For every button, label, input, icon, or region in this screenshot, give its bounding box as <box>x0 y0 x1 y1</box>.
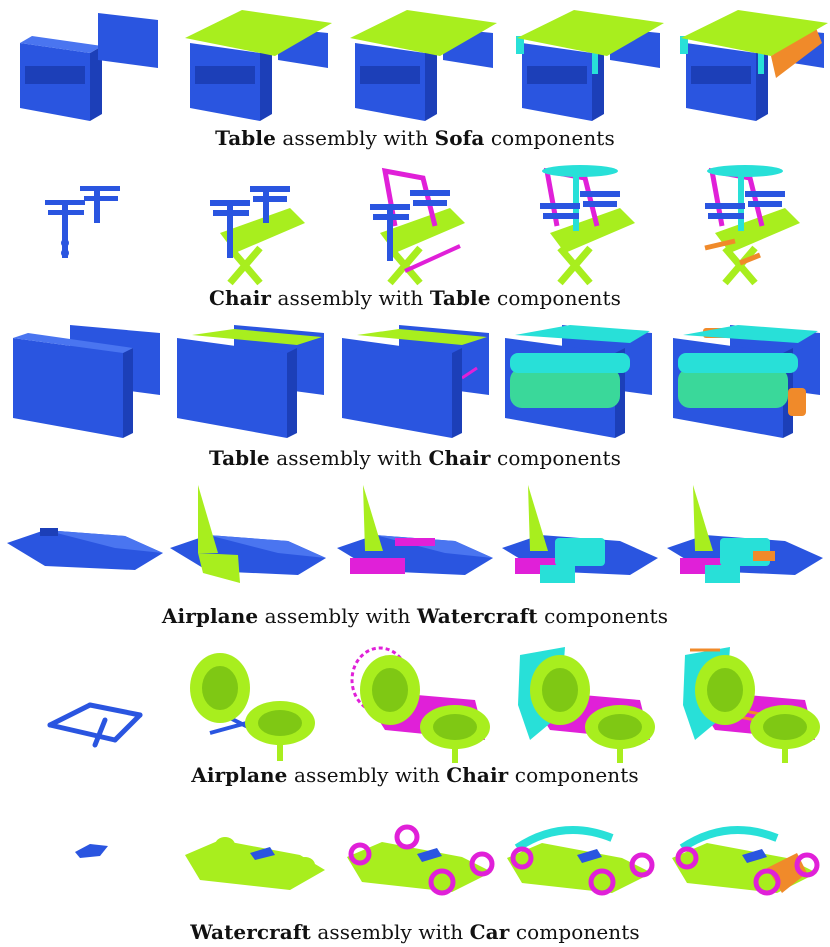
render-step-2 <box>180 648 325 763</box>
render-step-4 <box>535 163 650 288</box>
render-step-2 <box>180 825 330 895</box>
render-step-2 <box>168 483 328 583</box>
row-airplane-chair: Airplane assembly with Chair components <box>0 640 830 790</box>
render-step-3 <box>342 822 497 897</box>
render-step-4 <box>502 818 657 898</box>
render-step-4 <box>500 483 660 583</box>
row-watercraft-car: Watercraft assembly with Car components <box>0 810 830 947</box>
render-step-1 <box>5 518 165 578</box>
render-step-4 <box>512 8 664 123</box>
row-chair-table: Chair assembly with Table components <box>0 158 830 310</box>
render-step-5 <box>700 163 815 288</box>
render-step-2 <box>205 178 315 288</box>
render-step-2 <box>172 323 327 443</box>
row-table-sofa: Table assembly with Sofa components <box>0 0 830 150</box>
render-step-1 <box>70 840 110 860</box>
render-step-5 <box>667 818 825 900</box>
render-step-1 <box>10 8 160 123</box>
render-step-3 <box>345 8 497 123</box>
caption-row-6: Watercraft assembly with Car components <box>190 920 640 944</box>
render-step-5 <box>668 323 823 443</box>
render-step-5 <box>676 8 828 123</box>
caption-row-1: Table assembly with Sofa components <box>215 126 615 150</box>
row-table-chair: Table assembly with Chair components <box>0 318 830 473</box>
caption-row-4: Airplane assembly with Watercraft compon… <box>161 604 669 628</box>
render-step-3 <box>345 645 495 765</box>
caption-row-2: Chair assembly with Table components <box>209 286 621 310</box>
render-step-5 <box>675 645 825 765</box>
render-step-4 <box>500 323 655 443</box>
render-step-4 <box>510 645 660 765</box>
render-step-3 <box>335 483 495 583</box>
render-step-3 <box>365 166 480 288</box>
render-step-1 <box>40 178 140 263</box>
caption-row-3: Table assembly with Chair components <box>209 446 621 470</box>
render-step-1 <box>45 690 145 750</box>
render-step-3 <box>337 323 492 443</box>
row-airplane-watercraft: Airplane assembly with Watercraft compon… <box>0 478 830 633</box>
render-step-2 <box>180 8 332 123</box>
render-step-5 <box>665 483 825 583</box>
caption-row-5: Airplane assembly with Chair components <box>191 763 639 787</box>
render-step-1 <box>8 323 163 443</box>
